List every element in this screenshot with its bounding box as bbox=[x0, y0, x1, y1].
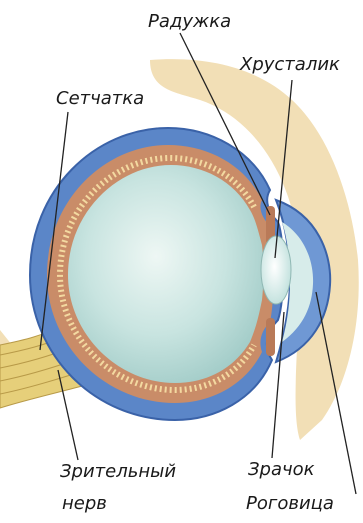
label-cornea: Роговица bbox=[246, 494, 334, 514]
label-optic-nerve-line2: нерв bbox=[62, 494, 107, 514]
label-optic-nerve-line1: Зрительный bbox=[60, 462, 176, 482]
label-lens: Хрусталик bbox=[240, 55, 340, 75]
label-iris: Радужка bbox=[148, 12, 231, 32]
label-pupil: Зрачок bbox=[248, 460, 315, 480]
label-retina: Сетчатка bbox=[56, 89, 144, 109]
iris-lower bbox=[266, 318, 275, 356]
